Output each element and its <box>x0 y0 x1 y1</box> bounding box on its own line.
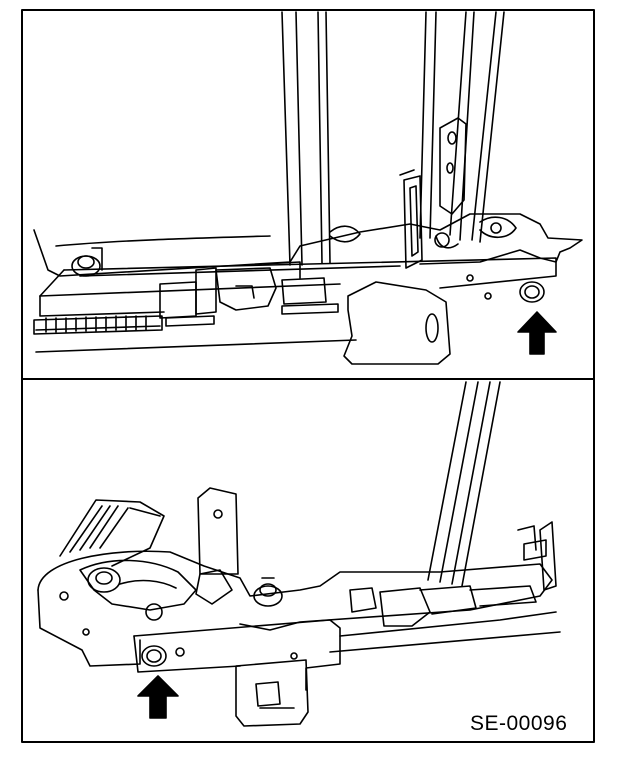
side-strut <box>59 499 165 567</box>
slotted-track <box>33 315 163 335</box>
lower-sliders <box>349 525 537 627</box>
up-arrow-icon <box>517 311 557 355</box>
lower-seat-rail <box>133 611 561 691</box>
lower-tab <box>235 659 309 727</box>
slider-blocks <box>159 261 339 327</box>
up-arrow-icon <box>137 675 179 719</box>
seat-rail <box>35 257 557 353</box>
seat-base-frame <box>33 213 583 277</box>
bracket-plate <box>399 117 467 269</box>
bolt-icon <box>141 645 167 667</box>
left-bolt-top <box>71 247 103 277</box>
figure-code-label: SE-00096 <box>470 712 568 735</box>
key-tab <box>343 281 451 365</box>
bottom-panel <box>37 381 561 727</box>
seat-frame-uprights-lower <box>427 381 501 587</box>
top-panel <box>33 11 583 365</box>
bolt-icon <box>519 281 545 303</box>
upright-bracket <box>197 487 557 591</box>
center-bolt <box>253 577 283 607</box>
seat-frame-uprights <box>281 11 505 266</box>
outer-frame <box>21 9 595 743</box>
recliner-plate <box>37 550 553 667</box>
